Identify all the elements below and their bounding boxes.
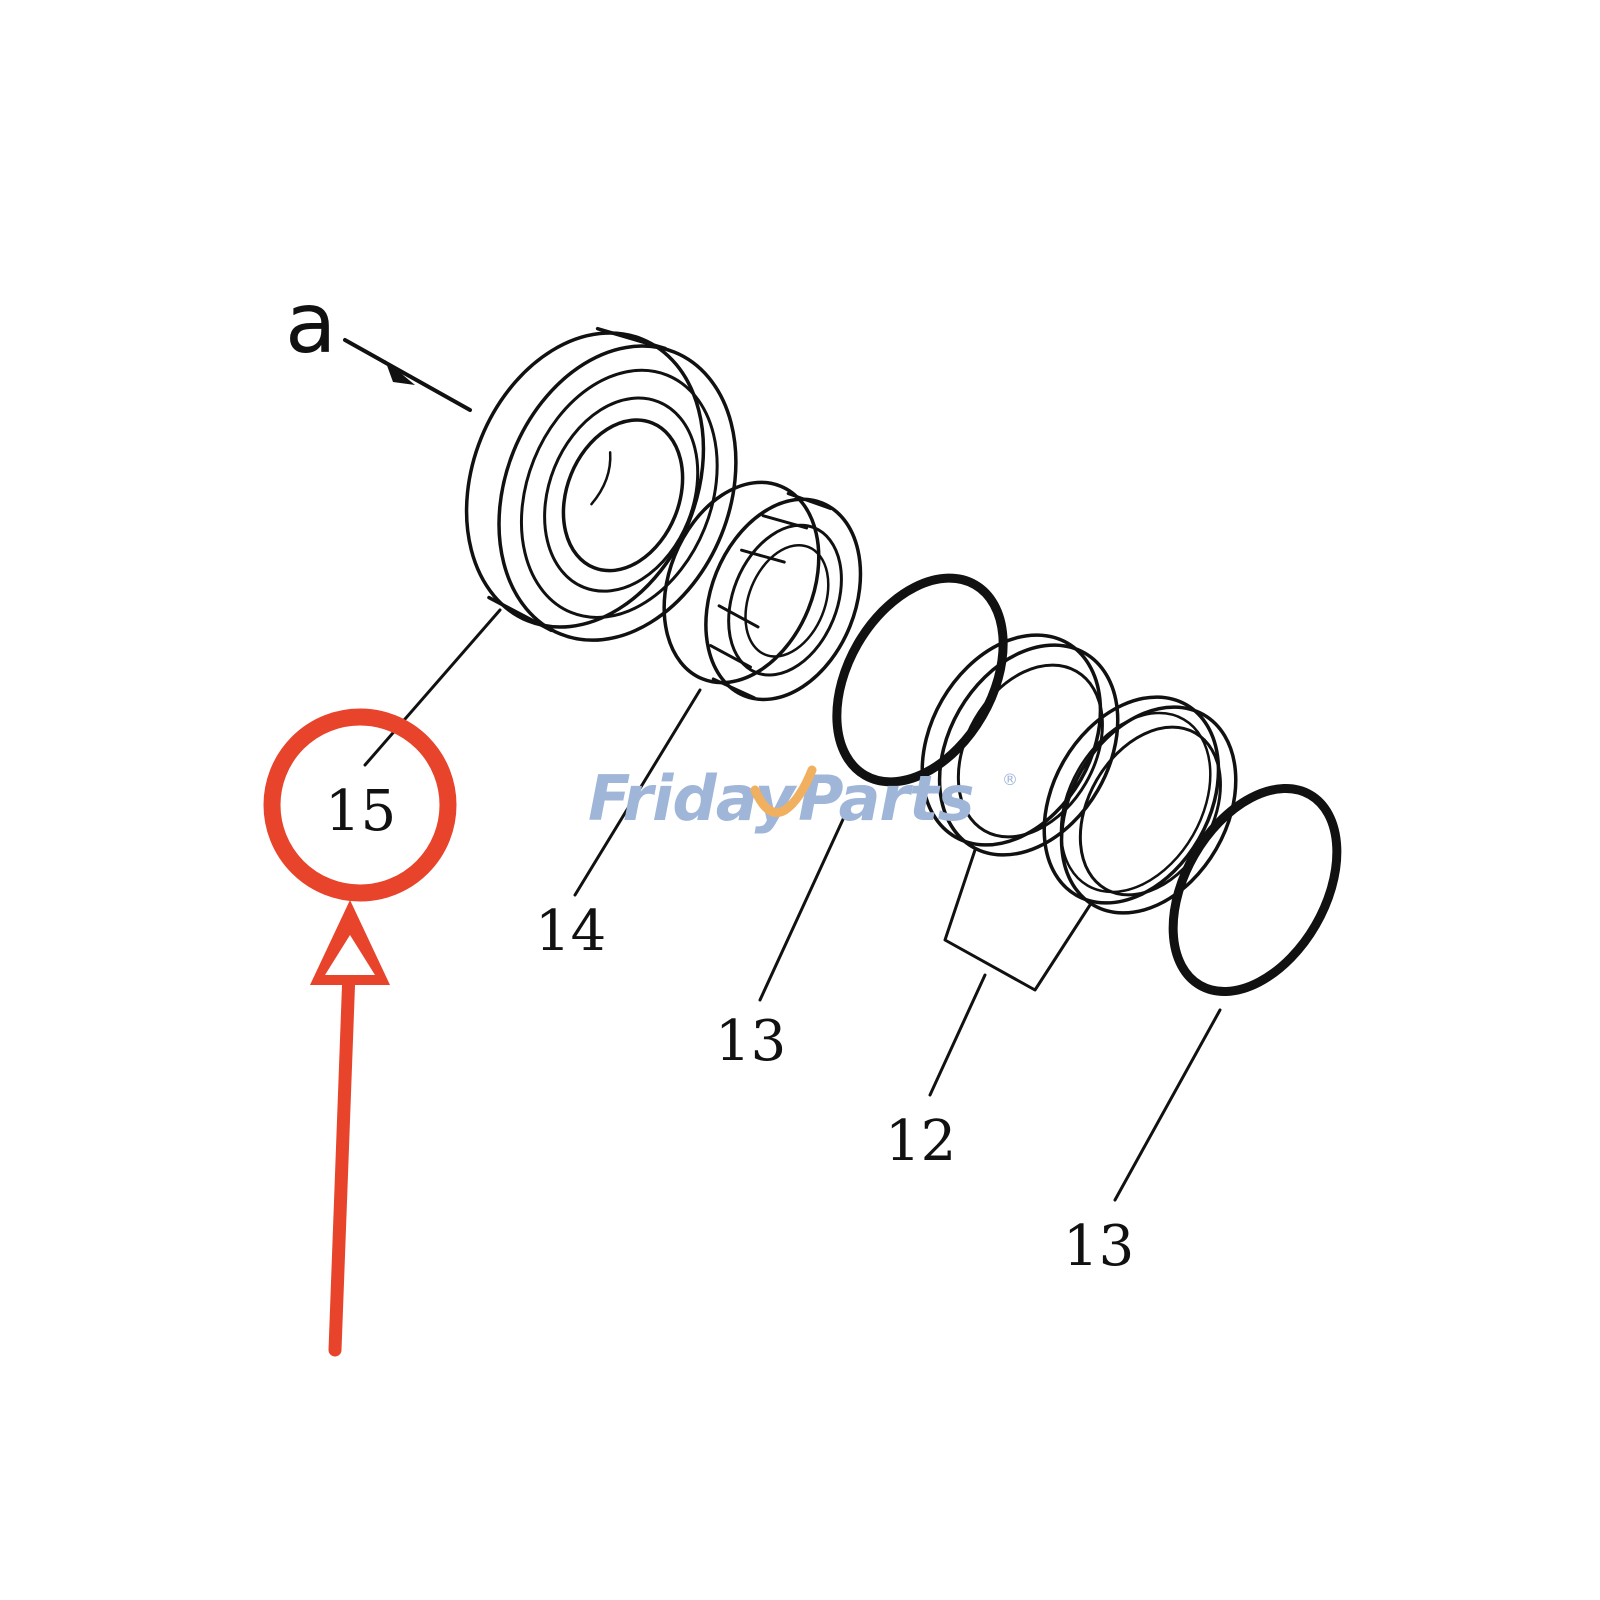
seal1-inner [956, 663, 1104, 839]
leader-13-first [758, 813, 847, 1002]
leader-13-second [1113, 1008, 1222, 1202]
seal2-front [1059, 705, 1238, 915]
part-13-oring-second [1168, 784, 1342, 996]
svg-text:FridayParts: FridayParts [588, 762, 974, 835]
callout-labels: 15 14 13 12 13 [325, 779, 1134, 1279]
bearing-outer-front [497, 344, 738, 642]
oring-first [832, 573, 1008, 787]
watermark-swoosh [750, 765, 817, 817]
detail-arrow-line [343, 338, 472, 412]
highlight-arrow-shaft [328, 938, 357, 1357]
seal2-lip [1059, 711, 1212, 894]
bearing-ball-track-outer [519, 368, 719, 619]
callout-14: 14 [535, 899, 606, 964]
detail-arrow-head [385, 360, 415, 385]
leader-12-bracket [943, 848, 1092, 992]
leader-12 [928, 973, 987, 1097]
cage-front [704, 497, 863, 702]
highlight-circle [263, 708, 457, 902]
oring-second [1168, 784, 1342, 996]
seal1-front [937, 643, 1120, 857]
cage-bore [744, 543, 830, 658]
bearing-ball-track-inner [543, 396, 700, 593]
highlight-annotation [263, 708, 457, 1357]
detail-marker-label: a [285, 274, 336, 372]
leader-14 [573, 688, 702, 897]
highlight-arrow-head-notch [325, 935, 375, 975]
seal2-outer [1042, 695, 1221, 905]
bearing-bore-shade [590, 451, 612, 506]
cage-back [662, 480, 821, 685]
callout-15: 15 [325, 779, 396, 844]
callout-13-second: 13 [1063, 1214, 1134, 1279]
watermark-part1: Friday [588, 762, 798, 835]
part-15-bearing [464, 326, 738, 642]
leader-lines [363, 608, 1222, 1202]
watermark-logo: FridayParts ® [588, 762, 1018, 835]
bearing-bore [561, 418, 685, 573]
part-12-seal-first [920, 633, 1120, 857]
cage-rollers [709, 492, 833, 700]
part-14-roller-cage [662, 480, 863, 702]
part-13-oring-first [832, 573, 1008, 787]
detail-marker: a [285, 274, 472, 412]
cage-inner [727, 523, 843, 677]
callout-13-first: 13 [715, 1009, 786, 1074]
leader-15 [363, 608, 502, 767]
seal1-outer [920, 633, 1103, 847]
watermark-part2: Parts [798, 762, 973, 835]
callout-12: 12 [885, 1109, 956, 1174]
watermark-registered: ® [1002, 770, 1018, 789]
